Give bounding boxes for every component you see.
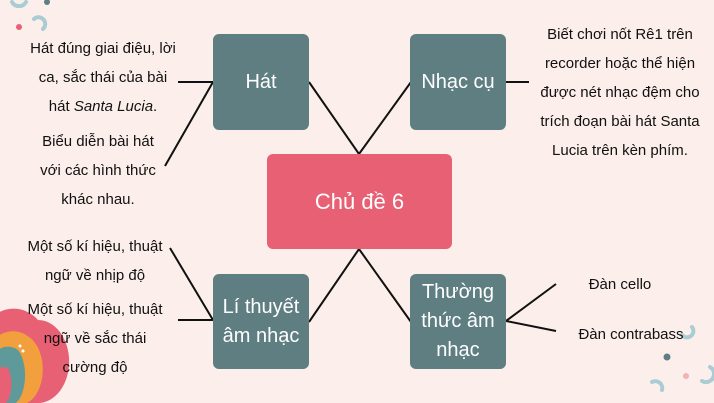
note-li-thuyet-1: Một số kí hiệu, thuật ngữ về nhịp độ <box>27 238 163 284</box>
arc-decoration-icon <box>10 0 28 9</box>
dot-decoration-icon <box>663 353 671 361</box>
branch-nhac-cu-box: Nhạc cụ <box>410 34 506 130</box>
branch-li-thuyet-box: Lí thuyết âm nhạc <box>213 274 309 369</box>
arc-decoration-icon <box>700 365 714 385</box>
dot-decoration-icon <box>44 0 50 5</box>
center-topic-box: Chủ đề 6 <box>267 154 452 249</box>
branch-thuong-thuc-box: Thường thức âm nhạc <box>410 274 506 369</box>
note-thuong-thuc-1: Đàn cello <box>588 276 652 293</box>
branch-hat-box: Hát <box>213 34 309 130</box>
note-thuong-thuc-2: Đàn contrabass <box>578 326 684 343</box>
note-hat-1: Hát đúng giai điệu, lời ca, sắc thái của… <box>30 40 176 115</box>
branch-li-thuyet-label: Lí thuyết âm nhạc <box>222 295 300 347</box>
arc-decoration-icon <box>650 379 665 392</box>
arc-decoration-icon <box>32 15 48 31</box>
branch-nhac-cu-label: Nhạc cụ <box>421 70 495 93</box>
branch-thuong-thuc-label: Thường thức âm nhạc <box>421 281 495 361</box>
note-li-thuyet-2: Một số kí hiệu, thuật ngữ về sắc thái cư… <box>27 301 163 376</box>
dot-decoration-icon <box>16 24 22 30</box>
note-hat-2: Biểu diễn bài hát với các hình thức khác… <box>40 133 156 208</box>
dot-decoration-icon <box>683 373 689 379</box>
center-topic-label: Chủ đề 6 <box>314 188 405 214</box>
note-nhac-cu-1: Biết chơi nốt Rê1 trên recorder hoặc thể… <box>540 26 700 159</box>
branch-hat-label: Hát <box>245 70 277 93</box>
arc-decoration-icon <box>680 325 696 340</box>
